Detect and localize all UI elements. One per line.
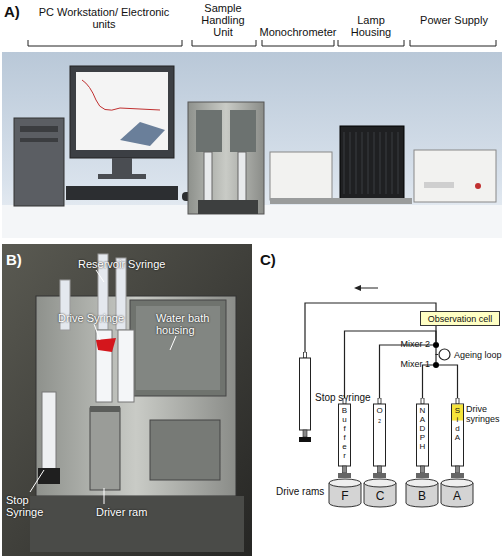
part-name: Stop Syringe [6,494,56,518]
tubing-line [305,303,436,352]
pc-workstation [14,66,194,206]
syringe: Buffer [338,398,351,478]
syringe-content: O₂ [375,406,384,424]
loop-label: Ageing loop [454,350,502,360]
part-name: Power Supply [412,14,496,26]
drive-ram: B [405,478,439,508]
instrument-close-up [30,254,244,552]
leader-lines [30,270,176,504]
part-name: Drive syringes [466,404,504,424]
tubing-line [439,365,458,398]
syringe-outline [299,352,311,442]
panel-letter: A) [4,4,34,20]
tubing-line [436,326,437,342]
part-name: Driver ram [96,506,152,518]
part-name: Lamp Housing [338,14,404,38]
ram-letter: A [453,490,461,503]
syringe-content: SidA [453,406,462,442]
part-name: Monochrometer [256,26,340,38]
photo-a-background [2,52,502,238]
power-supply [414,150,496,202]
mixer-dot: Mixer 1 [433,362,439,368]
tubing-line [345,331,437,398]
syringe-content: Buffer [340,406,349,460]
syringe: O₂ [373,398,386,478]
part-name: Water bath housing [156,312,226,336]
drive-ram: C [363,478,397,508]
part-name: PC Workstation/ Electronic units [36,6,172,30]
ram-letter: B [418,490,426,503]
tubing-line [436,355,438,363]
part-name: Sample Handling Unit [190,2,256,38]
loop-outline [438,348,451,361]
ageing-loop: Ageing loop [438,348,451,361]
panel-letter: B) [6,252,36,268]
ram-letter: C [376,490,385,503]
ram-letter: F [341,490,348,503]
cell-label: Observation cell [428,314,493,324]
drive-ram: F [328,478,362,508]
syringe-content: NADPH [418,406,427,451]
tubing-line [436,348,438,355]
drive-ram: A [440,478,474,508]
tubing-line [423,365,434,398]
photo-b-background [2,244,252,556]
label-brackets [28,40,496,46]
mixer-label: Mixer 2 [400,339,430,349]
observation-cell: Observation cell [420,311,500,326]
part-name: Reservoir Syringe [78,258,208,270]
mixer-label: Mixer 1 [400,359,430,369]
syringe: NADPH [416,398,429,478]
sample-handling-unit [188,102,264,214]
lamp-housing [332,126,412,204]
monochromator [270,152,332,204]
syringe: Stop syringe [299,352,311,442]
part-name: Drive Syringe [58,312,148,324]
tubing-line [380,345,434,398]
flow-arrow [354,285,378,291]
part-name: Drive rams [276,486,326,497]
mixer-dot: Mixer 2 [433,342,439,348]
panel-letter: C) [260,252,290,268]
syringe: SidA [451,398,464,478]
